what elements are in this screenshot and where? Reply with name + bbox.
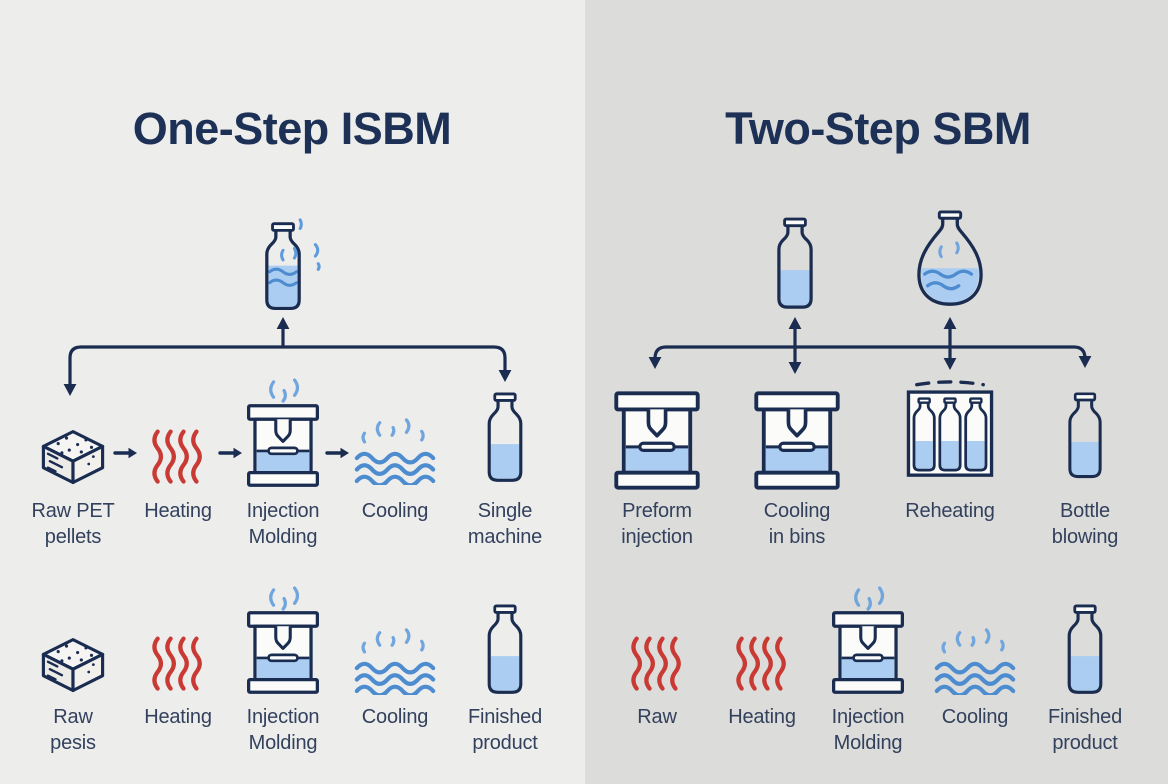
label-finished-product: Finished product xyxy=(1048,706,1122,754)
label-raw-pet-pellets: Raw PET pellets xyxy=(31,500,115,548)
injection-molding-machine-icon xyxy=(752,390,842,491)
flow-arrow-icon xyxy=(113,445,139,461)
injection-molding-machine-icon xyxy=(612,390,702,491)
bottle-crate-icon xyxy=(902,378,998,480)
steam-icon xyxy=(265,377,307,406)
label-preform-injection: Preform injection xyxy=(621,500,693,548)
filled-bottle-icon xyxy=(479,392,531,485)
label-heating: Heating xyxy=(144,706,212,728)
injection-molding-machine-icon xyxy=(245,403,321,488)
filled-bottle-icon xyxy=(1060,392,1110,481)
filled-bottle-icon xyxy=(1059,604,1111,697)
label-reheating: Reheating xyxy=(905,500,995,522)
water-flask-icon xyxy=(912,210,988,311)
label-finished-product: Finished product xyxy=(468,706,542,754)
injection-molding-machine-icon xyxy=(245,610,321,695)
steaming-filled-bottle-icon xyxy=(241,218,325,317)
injection-molding-machine-icon xyxy=(830,610,906,695)
flow-arrow-icon xyxy=(218,445,244,461)
flow-arrow-icon xyxy=(325,445,351,461)
heat-waves-icon xyxy=(151,634,205,695)
label-injection-molding: Injection Molding xyxy=(246,500,320,548)
label-heating: Heating xyxy=(728,706,796,728)
cooling-waves-icon xyxy=(353,414,437,485)
label-cooling: Cooling xyxy=(361,706,429,728)
label-injection-molding: Injection Molding xyxy=(246,706,320,754)
cooling-waves-icon xyxy=(353,624,437,695)
label-raw-pesis: Raw pesis xyxy=(50,706,96,754)
label-cooling-in-bins: Cooling in bins xyxy=(763,500,831,548)
heat-waves-icon xyxy=(630,634,684,695)
two-step-title: Two-Step SBM xyxy=(725,103,1031,154)
label-raw: Raw xyxy=(637,706,677,728)
raw-pellets-cube-icon xyxy=(36,426,110,489)
label-single-machine: Single machine xyxy=(467,500,543,548)
one-step-title: One-Step ISBM xyxy=(132,103,452,154)
label-injection-molding: Injection Molding xyxy=(831,706,905,754)
label-heating: Heating xyxy=(144,500,212,522)
filled-bottle-icon xyxy=(479,604,531,697)
label-bottle-blowing: Bottle blowing xyxy=(1051,500,1119,548)
label-cooling: Cooling xyxy=(941,706,1009,728)
label-cooling: Cooling xyxy=(361,500,429,522)
cooling-waves-icon xyxy=(933,624,1017,695)
heat-waves-icon xyxy=(735,634,789,695)
heat-waves-icon xyxy=(151,427,205,488)
raw-pellets-cube-icon xyxy=(36,634,110,697)
filled-bottle-icon xyxy=(769,217,822,312)
